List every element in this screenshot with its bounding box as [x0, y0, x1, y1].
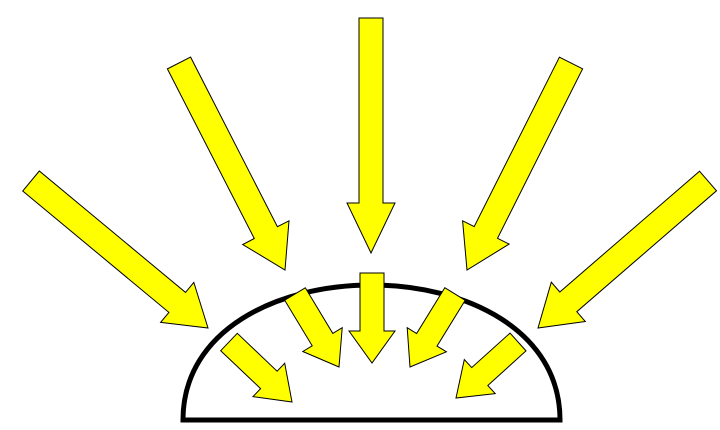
outer-arrow-icon-1 [23, 171, 208, 328]
inner-arrows [221, 273, 526, 402]
inner-arrow-icon-1 [221, 333, 292, 402]
inner-arrow-icon-4 [407, 288, 465, 367]
outer-arrow-icon-4 [463, 57, 583, 270]
inner-arrow-icon-2 [285, 288, 343, 367]
outer-arrow-icon-3 [347, 18, 395, 253]
outer-arrow-icon-2 [167, 57, 289, 270]
inner-arrow-icon-5 [456, 333, 526, 398]
outer-arrow-icon-5 [538, 171, 717, 328]
